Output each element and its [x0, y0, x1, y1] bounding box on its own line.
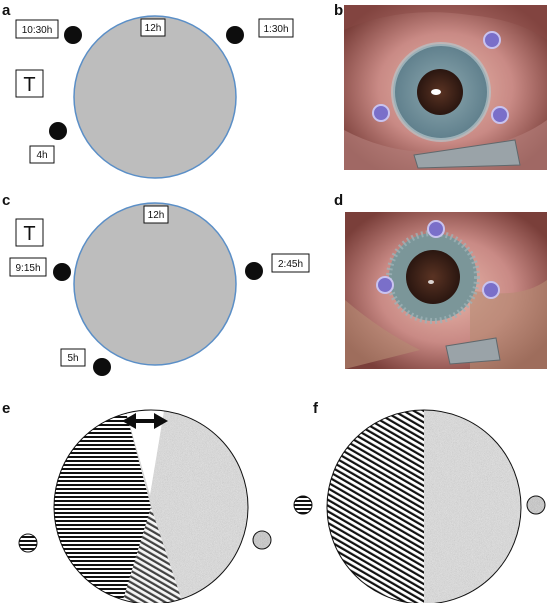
label-a-top: 12h	[145, 23, 162, 34]
panel-a: a 10:30h 12h 1:30h T 4h	[2, 2, 294, 179]
panel-letter-e: e	[2, 400, 10, 417]
panel-b: b	[334, 2, 547, 170]
panel-f: f	[293, 400, 546, 603]
panel-e: e	[2, 400, 272, 603]
eye-photo-d	[345, 212, 547, 369]
port-a-upper-left	[64, 26, 82, 44]
panel-letter-b: b	[334, 2, 343, 19]
panel-d: d	[334, 192, 547, 369]
eye-photo-b	[344, 5, 547, 170]
disk-a	[73, 15, 237, 179]
label-c-left: 9:15h	[15, 263, 40, 274]
double-arrow-e	[122, 413, 168, 429]
panel-letter-a: a	[2, 2, 11, 19]
label-a-upper-left: 10:30h	[22, 25, 53, 36]
label-a-lower-left: 4h	[36, 150, 47, 161]
label-c-right: 2:45h	[278, 259, 303, 270]
disk-e	[54, 410, 248, 603]
side-marker-a: T	[23, 74, 35, 96]
striped-port-e	[18, 533, 38, 553]
port-c-lower-left	[93, 358, 111, 376]
speckled-port-e	[252, 530, 272, 550]
disk-f	[327, 410, 521, 603]
panel-letter-c: c	[2, 192, 10, 209]
label-c-top: 12h	[148, 210, 165, 221]
disk-c	[73, 202, 237, 366]
panel-c: c T 12h 9:15h 2:45h 5h	[2, 192, 310, 376]
label-a-upper-right: 1:30h	[263, 24, 288, 35]
panel-letter-f: f	[313, 400, 319, 417]
port-a-lower-left	[49, 122, 67, 140]
striped-port-f	[293, 495, 313, 515]
label-c-lower-left: 5h	[67, 353, 78, 364]
speckled-port-f	[526, 495, 546, 515]
port-a-upper-right	[226, 26, 244, 44]
panel-letter-d: d	[334, 192, 343, 209]
side-marker-c: T	[23, 223, 35, 245]
port-c-left	[53, 263, 71, 281]
port-c-right	[245, 262, 263, 280]
